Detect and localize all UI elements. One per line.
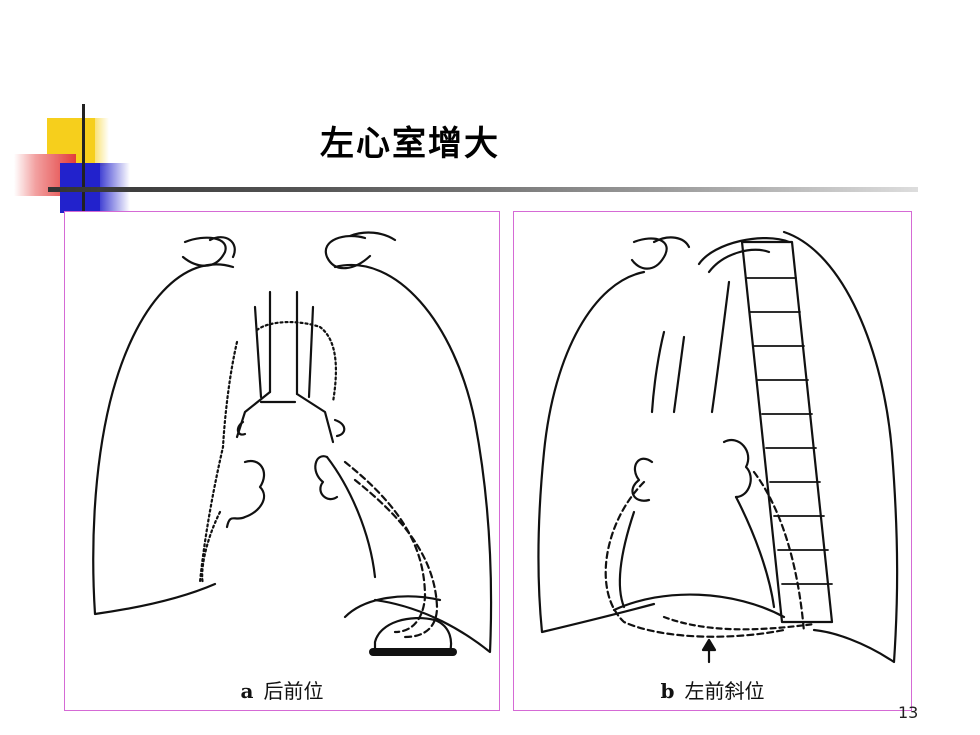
chest-xray-diagram-lao [537, 230, 899, 664]
figure-panel-a: a 后前位 [64, 211, 500, 711]
yellow-fade-ornament [95, 118, 109, 166]
figure-letter-a: a [240, 679, 254, 703]
figure-letter-b: b [660, 679, 675, 703]
slide-title: 左心室增大 [320, 124, 500, 164]
figure-panel-b: b 左前斜位 [513, 211, 912, 711]
page-number: 13 [898, 703, 919, 722]
figure-label-a: 后前位 [263, 679, 324, 703]
figure-label-b: 左前斜位 [684, 679, 765, 703]
title-underline-rule [48, 187, 918, 192]
figure-caption-b: b 左前斜位 [514, 675, 911, 704]
vertical-rule [82, 104, 85, 214]
figure-caption-a: a 后前位 [65, 675, 499, 704]
chest-xray-diagram-pa [92, 231, 493, 656]
